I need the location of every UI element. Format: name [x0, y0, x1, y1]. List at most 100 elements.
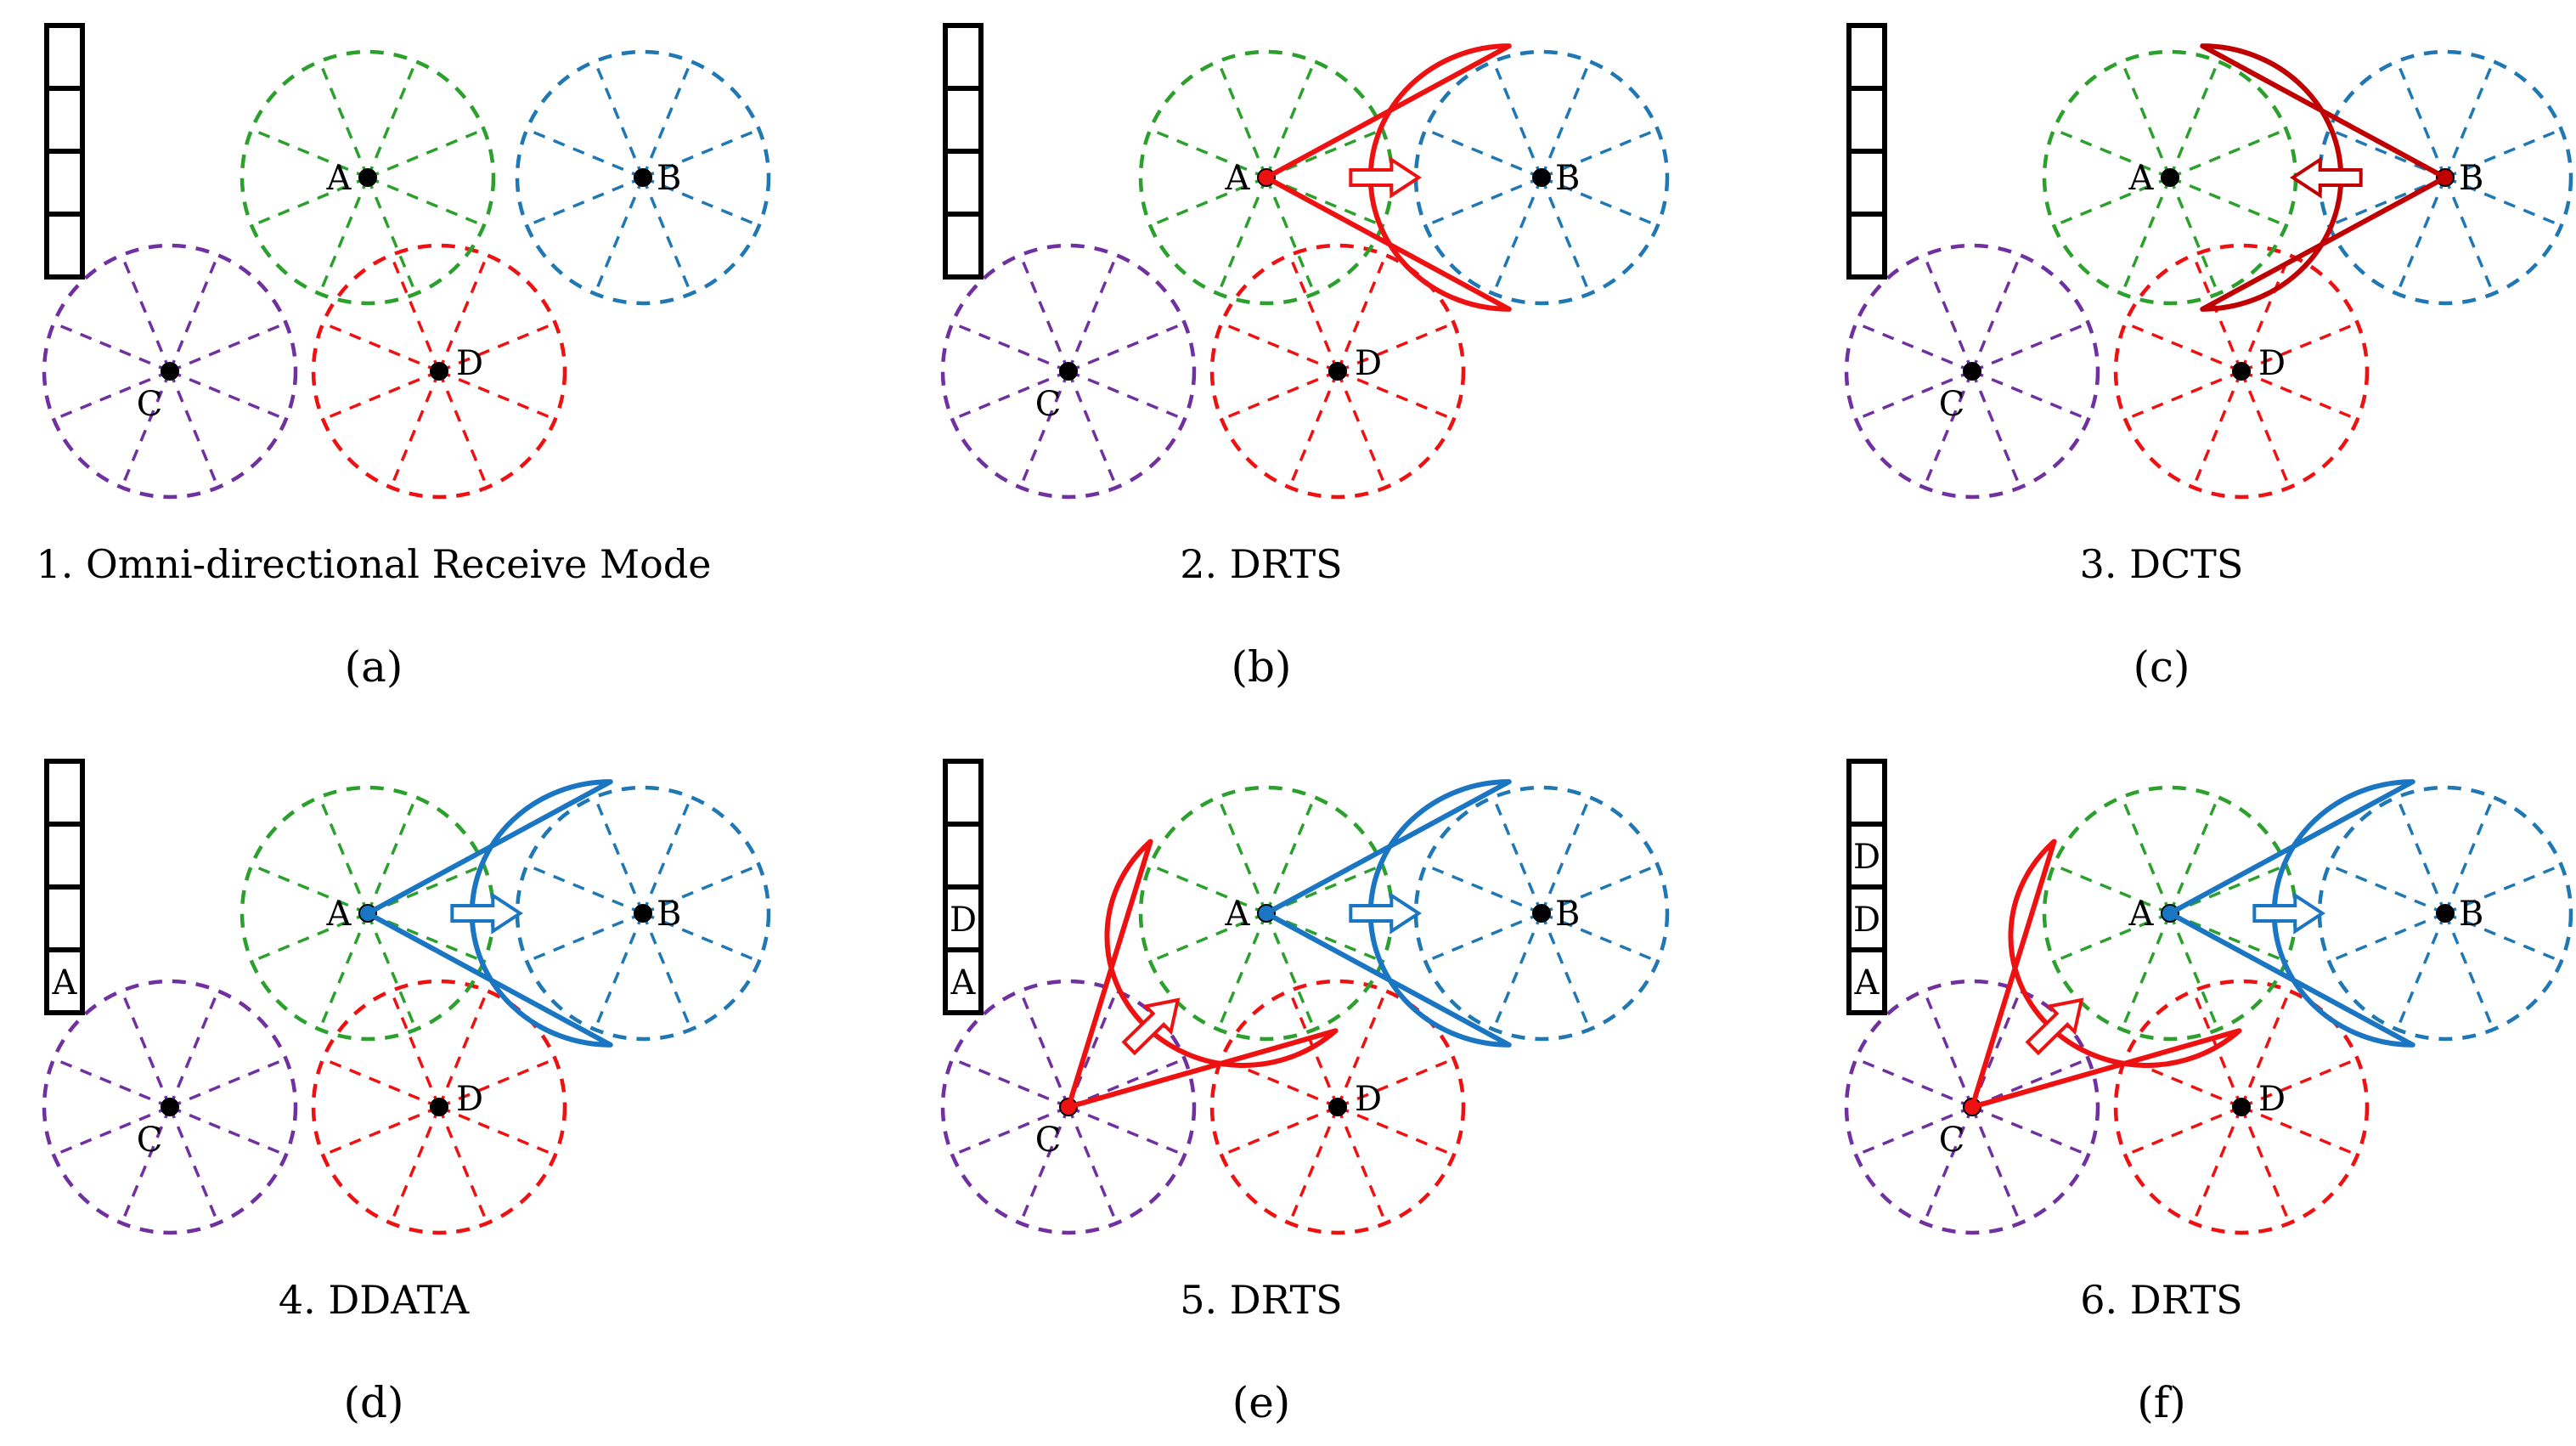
queue-slot — [44, 759, 85, 827]
queue-slot-label: D — [1853, 901, 1880, 940]
range-circle — [940, 243, 1197, 500]
queue-slot — [44, 822, 85, 890]
node-b-label: B — [2459, 159, 2483, 198]
node-d-label: D — [2258, 1080, 2286, 1119]
range-circle — [2317, 49, 2573, 306]
range-circle — [1413, 785, 1670, 1042]
queue-slot — [943, 884, 984, 952]
node-c-label: C — [1035, 385, 1062, 424]
queue-slot — [44, 149, 85, 217]
node-c-label: C — [137, 1121, 163, 1160]
queue-slot — [1846, 23, 1887, 91]
beam-b-to-a — [2200, 43, 2453, 312]
range-circle — [1209, 979, 1466, 1235]
node-a-label: A — [326, 895, 352, 934]
node-a-label: A — [2128, 159, 2155, 198]
queue-slot — [943, 23, 984, 91]
queue-slot-label: A — [52, 963, 78, 1003]
queue-slot-label: D — [1853, 838, 1880, 877]
node-b-range — [2317, 49, 2573, 306]
node-c-range — [1844, 979, 2100, 1235]
queue-slot-label: A — [1854, 963, 1880, 1003]
node-d-label: D — [456, 1080, 483, 1119]
node-b-range — [515, 49, 771, 306]
node-b-range — [1413, 785, 1670, 1042]
queue-slot — [1846, 149, 1887, 217]
node-c-range — [42, 979, 298, 1235]
panel-caption: 1. Omni-directional Receive Mode — [37, 541, 712, 587]
beam-a-to-b — [1259, 43, 1512, 312]
beam-c-to-a — [1964, 839, 2242, 1115]
beam-a-to-b — [1259, 779, 1512, 1048]
node-d-range — [311, 243, 567, 500]
queue-slot — [44, 947, 85, 1015]
beam-a-to-b — [2162, 779, 2415, 1048]
beam-source-dot — [360, 906, 375, 921]
beam-source-dot — [1964, 1099, 1980, 1115]
queue-slot — [943, 212, 984, 280]
packet-queue: A — [44, 759, 85, 1015]
range-circle — [42, 979, 298, 1235]
queue-slot — [44, 212, 85, 280]
panel-sublabel: (e) — [1232, 1378, 1291, 1427]
range-circle — [1413, 49, 1670, 306]
node-d-range — [2113, 243, 2370, 500]
node-a-label: A — [2128, 895, 2155, 934]
direction-arrow-icon — [450, 892, 523, 935]
beam-source-dot — [2438, 170, 2453, 185]
range-circle — [42, 243, 298, 500]
range-circle — [515, 785, 771, 1042]
beam-source-dot — [1259, 906, 1274, 921]
panel-sublabel: (b) — [1231, 642, 1291, 692]
packet-queue — [1846, 23, 1887, 280]
node-c-dot — [161, 1098, 179, 1116]
range-circle — [240, 49, 496, 306]
node-b-range — [1413, 49, 1670, 306]
node-a-dot — [2161, 168, 2179, 187]
queue-slot — [1846, 947, 1887, 1015]
packet-queue — [943, 23, 984, 280]
node-a-range — [240, 49, 496, 306]
node-d-dot — [2232, 1098, 2251, 1116]
node-c-label: C — [1939, 385, 1965, 424]
node-c-range — [940, 243, 1197, 500]
node-d-label: D — [456, 344, 483, 383]
node-c-label: C — [1939, 1121, 1965, 1160]
beam-lobe — [1066, 839, 1339, 1110]
panel-caption: 6. DRTS — [2080, 1277, 2242, 1323]
node-c-dot — [161, 362, 179, 381]
node-b-dot — [1532, 168, 1551, 187]
queue-slot-label: D — [950, 901, 977, 940]
queue-slot-label: A — [950, 963, 977, 1003]
range-circle — [1209, 243, 1466, 500]
packet-queue: DDA — [1846, 759, 1887, 1015]
queue-slot — [1846, 212, 1887, 280]
direction-arrow-icon — [2252, 892, 2325, 935]
node-b-dot — [1532, 904, 1551, 923]
node-d-range — [1209, 979, 1466, 1235]
node-b-dot — [2436, 904, 2455, 923]
node-b-dot — [634, 168, 652, 187]
range-circle — [515, 49, 771, 306]
panel-sublabel: (a) — [345, 642, 403, 692]
queue-slot — [44, 884, 85, 952]
node-b-label: B — [2459, 895, 2483, 934]
node-d-dot — [1328, 1098, 1347, 1116]
beam-c-to-a — [1061, 839, 1339, 1115]
direction-arrow-icon — [1349, 156, 1422, 199]
queue-slot — [943, 759, 984, 827]
node-d-dot — [2232, 362, 2251, 381]
packet-queue: DA — [943, 759, 984, 1015]
range-circle — [2317, 785, 2573, 1042]
direction-arrow-icon — [1349, 892, 1422, 935]
beam-source-dot — [1061, 1099, 1076, 1115]
node-d-label: D — [1355, 1080, 1382, 1119]
node-a-label: A — [1225, 895, 1251, 934]
